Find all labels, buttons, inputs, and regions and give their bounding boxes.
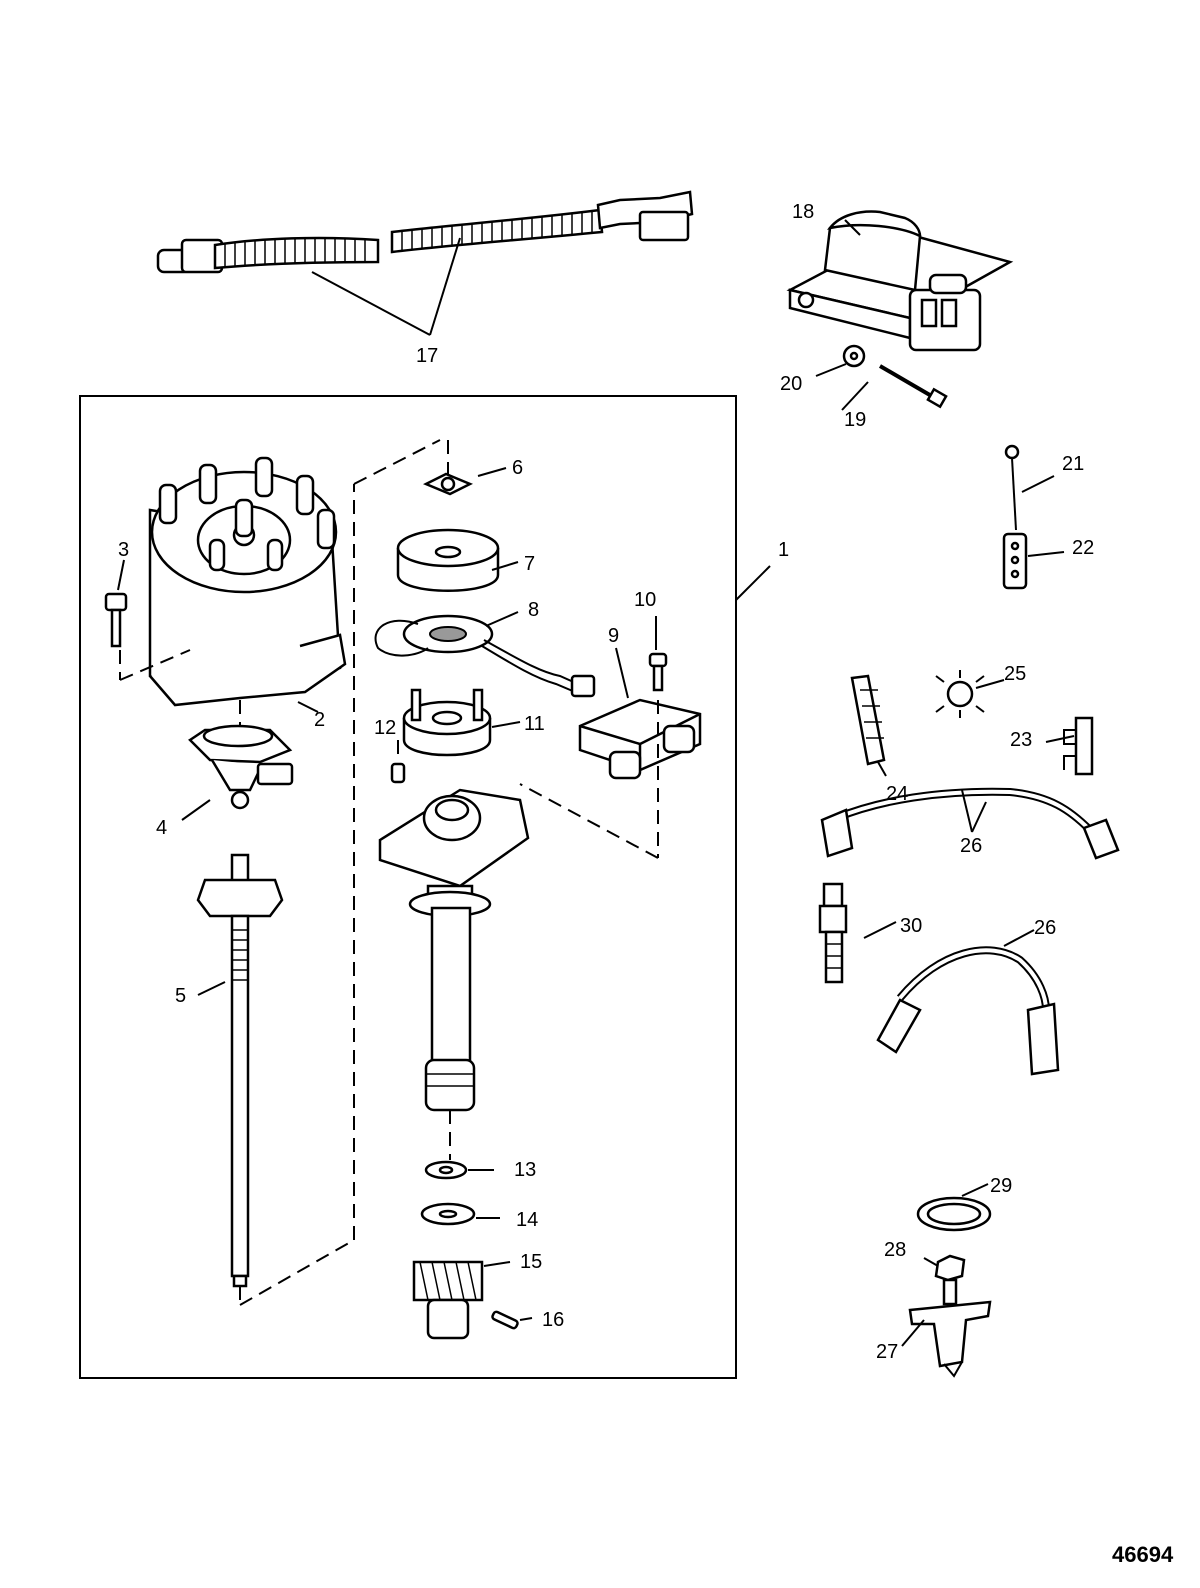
- callout-11: 11: [524, 713, 545, 735]
- part-23-wire-separator: [1063, 716, 1094, 776]
- callout-26-lower: 26: [1034, 917, 1056, 939]
- callout-5: 5: [175, 985, 186, 1007]
- callout-22: 22: [1072, 537, 1094, 559]
- part-5-distributor-shaft: [196, 853, 284, 1288]
- part-27-bracket: [908, 1300, 992, 1378]
- part-18-ignition-coil: [786, 210, 1014, 352]
- part-8-pickup-coil: [374, 614, 596, 698]
- part-17-wiring-harness: [156, 190, 694, 274]
- part-7-pole-piece: [396, 528, 500, 592]
- part-21-wire-tie: [1004, 444, 1020, 531]
- callout-1: 1: [778, 539, 789, 561]
- callout-12: 12: [374, 717, 396, 739]
- part-14-thrust-washer: [420, 1202, 476, 1226]
- callout-18: 18: [792, 201, 814, 223]
- part-10-module-screw: [648, 652, 668, 692]
- part-3-cap-screw: [104, 592, 128, 648]
- figure-number: 46694: [1112, 1542, 1174, 1567]
- callout-17: 17: [416, 345, 438, 367]
- callout-19: 19: [844, 409, 866, 431]
- part-28-bolt: [934, 1254, 966, 1306]
- callout-25: 25: [1004, 663, 1026, 685]
- callout-30: 30: [900, 915, 922, 937]
- distributor-housing: [378, 788, 530, 1160]
- callout-15: 15: [520, 1251, 542, 1273]
- callout-9: 9: [608, 625, 619, 647]
- part-25-wire-separator: [935, 670, 985, 718]
- part-11-pickup-housing: [402, 688, 492, 757]
- part-29-gasket: [916, 1196, 992, 1232]
- part-26-spark-plug-wire-b: [876, 946, 1060, 1076]
- part-24-wire-separator: [850, 674, 886, 766]
- callout-7: 7: [524, 553, 535, 575]
- part-6-gasket: [422, 472, 474, 496]
- callout-2: 2: [314, 709, 325, 731]
- callout-16: 16: [542, 1309, 564, 1331]
- callout-14: 14: [516, 1209, 538, 1231]
- part-12-pin: [390, 762, 406, 784]
- part-4-rotor: [188, 724, 294, 810]
- callout-4: 4: [156, 817, 167, 839]
- callout-21: 21: [1062, 453, 1084, 475]
- part-22-wire-separator: [1002, 532, 1028, 590]
- part-15-drive-gear: [412, 1260, 484, 1340]
- part-13-washer: [424, 1160, 468, 1180]
- callout-20: 20: [780, 373, 802, 395]
- part-2-distributor-cap: [148, 456, 347, 707]
- distributor-assembly-box: [79, 395, 737, 1379]
- callout-13: 13: [514, 1159, 536, 1181]
- part-20-washer: [842, 344, 866, 368]
- part-9-ignition-module: [578, 698, 702, 780]
- callout-24: 24: [886, 783, 908, 805]
- callout-10: 10: [634, 589, 656, 611]
- callout-28: 28: [884, 1239, 906, 1261]
- part-16-roll-pin: [491, 1310, 519, 1330]
- callout-27: 27: [876, 1341, 898, 1363]
- callout-26-upper: 26: [960, 835, 982, 857]
- callout-29: 29: [990, 1175, 1012, 1197]
- callout-6: 6: [512, 457, 523, 479]
- part-26-spark-plug-wire-a: [820, 787, 1120, 860]
- part-30-spark-plug: [818, 882, 848, 984]
- callout-23: 23: [1010, 729, 1032, 751]
- callout-8: 8: [528, 599, 539, 621]
- part-19-bolt: [878, 364, 948, 409]
- callout-3: 3: [118, 539, 129, 561]
